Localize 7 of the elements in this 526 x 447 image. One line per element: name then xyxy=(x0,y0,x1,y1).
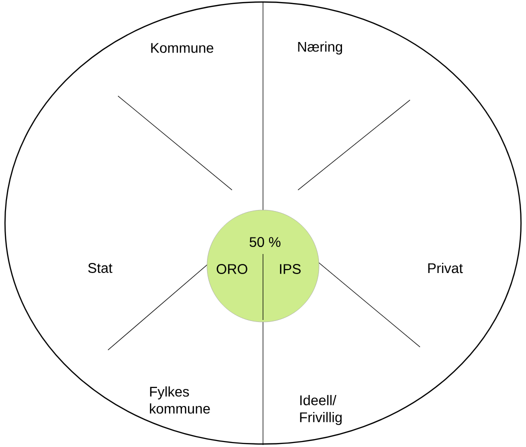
outer-ellipse xyxy=(4,1,522,445)
sector-label: Stat xyxy=(88,263,112,273)
sector-label: Kommune xyxy=(151,43,214,53)
sector-label: Fylkes kommune xyxy=(150,386,210,414)
sector-label: Næring xyxy=(298,41,342,55)
sector-label: Privat xyxy=(428,262,463,274)
sector-label: Ideell/ Frivillig xyxy=(300,394,342,426)
